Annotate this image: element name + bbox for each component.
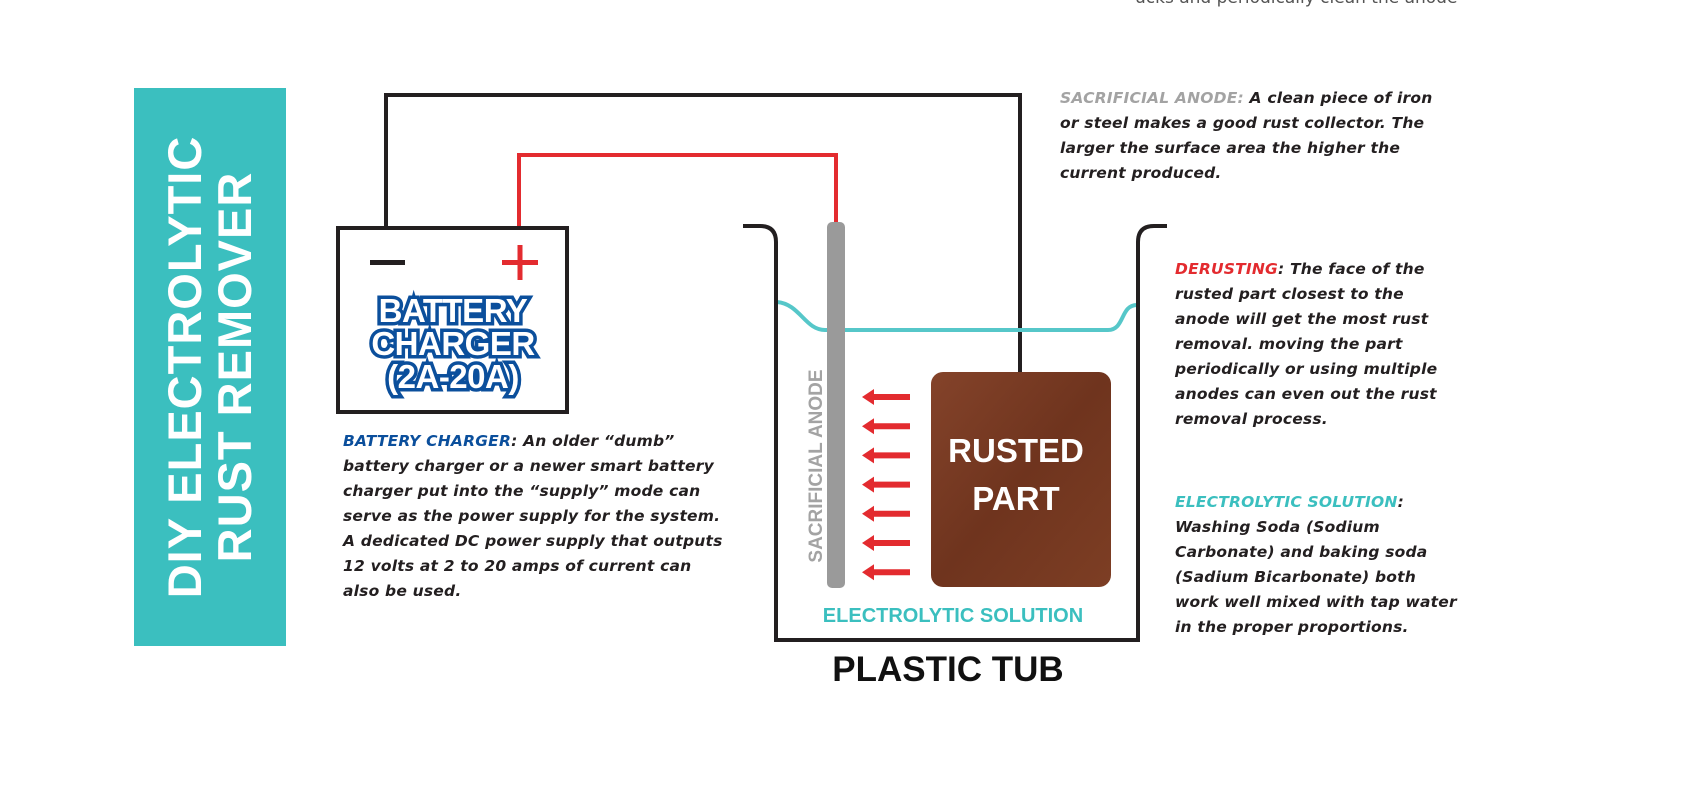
solution-label: ELECTROLYTIC SOLUTION <box>823 605 1083 627</box>
note-electrolytic-solution-body: : Washing Soda (Sodium Carbonate) and ba… <box>1175 493 1457 636</box>
battery-label-line-2: CHARGER <box>371 325 535 362</box>
anode-label: SACRIFICIAL ANODE <box>806 369 827 562</box>
tub-label: PLASTIC TUB <box>832 650 1063 689</box>
red-arrow-icon <box>862 389 910 405</box>
red-arrow-icon <box>862 505 910 522</box>
sacrificial-anode <box>827 222 845 588</box>
battery-label-line-3: (2A-20A) <box>387 358 519 395</box>
red-arrow-icon <box>862 564 910 581</box>
note-derusting-body: : The face of the rusted part closest to… <box>1175 260 1438 428</box>
minus-icon <box>370 260 405 265</box>
note-sacrificial-anode: SACRIFICIAL ANODE: A clean piece of iron… <box>1060 86 1455 186</box>
rusted-part-line-2: PART <box>972 480 1059 517</box>
note-derusting-heading: DERUSTING <box>1175 260 1278 278</box>
note-sacrificial-anode-body: A clean piece of iron or steel makes a g… <box>1060 89 1433 182</box>
battery-label-line-1: BATTERY <box>379 292 528 329</box>
plus-icon-vertical <box>517 245 523 280</box>
negative-wire <box>384 93 1022 374</box>
note-electrolytic-solution: ELECTROLYTIC SOLUTION: Washing Soda (Sod… <box>1175 490 1460 640</box>
positive-wire <box>517 153 838 228</box>
water-line <box>776 300 1138 332</box>
red-arrow-icon <box>862 476 910 493</box>
plastic-tub <box>743 224 1167 642</box>
battery-charger-box <box>336 226 569 414</box>
rusted-part <box>931 372 1111 587</box>
note-battery-charger: BATTERY CHARGER: An older “dumb” battery… <box>343 429 728 604</box>
current-arrows <box>862 389 910 581</box>
title-banner: DIY ELECTROLYTIC RUST REMOVER <box>134 88 286 646</box>
note-derusting: DERUSTING: The face of the rusted part c… <box>1175 257 1460 432</box>
note-battery-charger-heading: BATTERY CHARGER <box>343 432 512 450</box>
note-sacrificial-anode-heading: SACRIFICIAL ANODE: <box>1060 89 1244 107</box>
note-battery-charger-body: : An older “dumb” battery charger or a n… <box>343 432 723 600</box>
note-electrolytic-solution-heading: ELECTROLYTIC SOLUTION <box>1175 493 1398 511</box>
cropped-top-text: ucks and periodically clean the anode <box>1135 0 1457 8</box>
red-arrow-icon <box>862 535 910 551</box>
rusted-part-line-1: RUSTED <box>948 432 1084 469</box>
red-arrow-icon <box>862 447 910 464</box>
red-arrow-icon <box>862 418 910 435</box>
